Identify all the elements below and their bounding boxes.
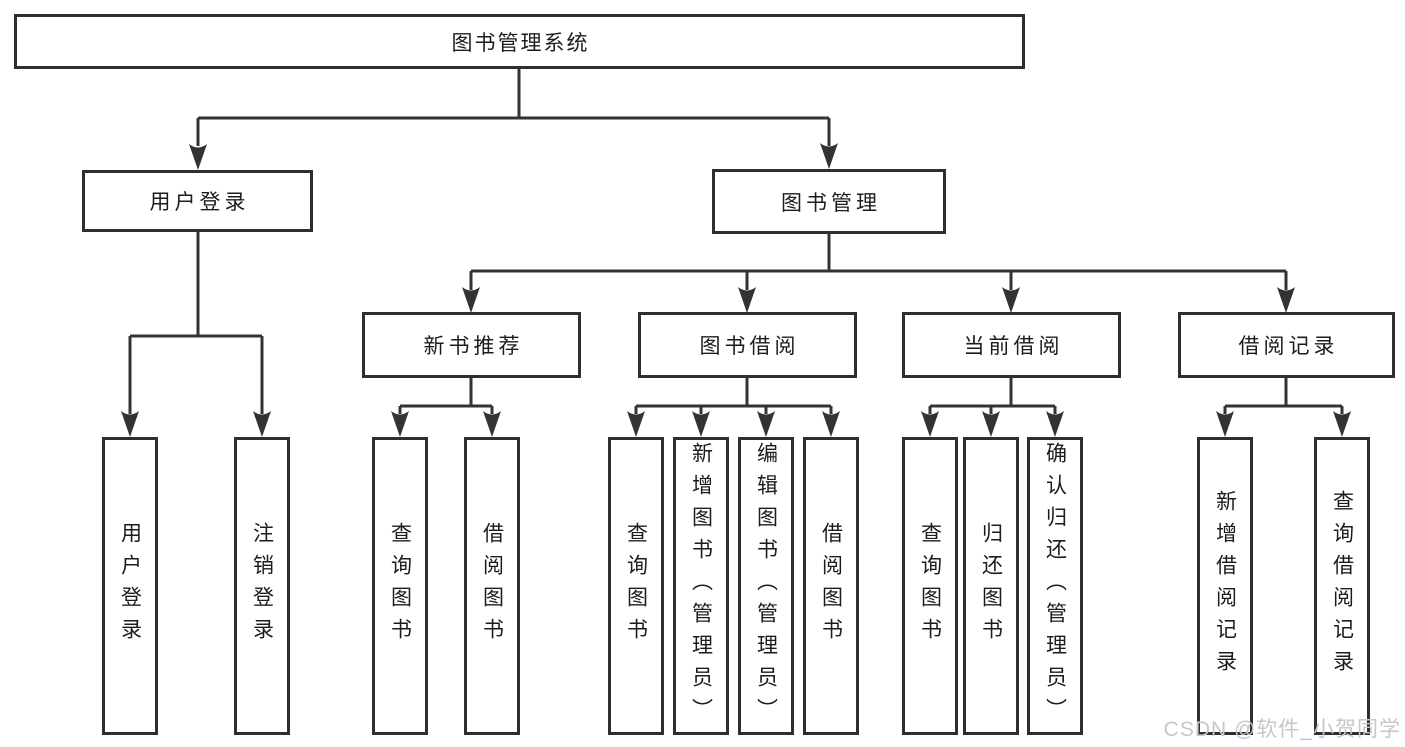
edge-current-borrow-to-children: [928, 378, 1057, 414]
node-label: 当前借阅: [963, 335, 1064, 358]
leaf-label: 借阅图书: [480, 522, 504, 650]
edge-root-to-level2: [196, 68, 831, 146]
watermark: CSDN @软件_小贺同学: [1163, 718, 1401, 741]
leaf-records-query-record: 查询借阅记录: [1314, 437, 1370, 735]
leaf-label: 用户登录: [118, 522, 142, 650]
node-book-management: 图书管理: [712, 169, 946, 234]
leaf-label: 新增图书（管理员）: [689, 442, 713, 730]
leaf-label: 查询图书: [624, 522, 648, 650]
node-label: 图书管理: [781, 191, 881, 215]
leaf-label: 编辑图书（管理员）: [754, 442, 778, 730]
leaf-label: 借阅图书: [819, 522, 843, 650]
leaf-label: 查询图书: [918, 522, 942, 650]
node-label: 用户登录: [149, 191, 250, 214]
leaf-current-return-books: 归还图书: [963, 437, 1019, 735]
leaf-borrow-add-books-admin: 新增图书（管理员）: [673, 437, 729, 735]
node-label: 图书借阅: [699, 335, 800, 358]
leaf-user-login: 用户登录: [102, 437, 158, 735]
edge-new-book-recommend-to-children: [398, 378, 494, 414]
node-label: 图书管理系统: [451, 31, 590, 55]
node-new-book-recommend: 新书推荐: [362, 312, 581, 378]
node-label: 借阅记录: [1238, 335, 1339, 358]
leaf-recommend-borrow-books: 借阅图书: [464, 437, 520, 735]
leaf-label: 归还图书: [979, 522, 1003, 650]
node-user-login: 用户登录: [82, 170, 313, 232]
leaf-borrow-query-books: 查询图书: [608, 437, 664, 735]
leaf-borrow-borrow-books: 借阅图书: [803, 437, 859, 735]
leaf-label: 注销登录: [250, 522, 274, 650]
node-library-management-system: 图书管理系统: [14, 14, 1025, 69]
leaf-label: 查询图书: [388, 522, 412, 650]
edge-book-borrow-to-children: [634, 378, 833, 414]
leaf-current-confirm-return-admin: 确认归还（管理员）: [1027, 437, 1083, 735]
node-label: 新书推荐: [423, 335, 524, 358]
edge-borrow-records-to-children: [1223, 378, 1344, 414]
leaf-borrow-edit-books-admin: 编辑图书（管理员）: [738, 437, 794, 735]
leaf-label: 确认归还（管理员）: [1043, 442, 1067, 730]
leaf-current-query-books: 查询图书: [902, 437, 958, 735]
node-book-borrow: 图书借阅: [638, 312, 857, 378]
edge-book-management-to-children: [469, 234, 1288, 290]
leaf-recommend-query-books: 查询图书: [372, 437, 428, 735]
edge-user-login-to-children: [128, 232, 264, 414]
node-borrow-records: 借阅记录: [1178, 312, 1395, 378]
leaf-label: 查询借阅记录: [1330, 490, 1354, 682]
node-current-borrow: 当前借阅: [902, 312, 1121, 378]
leaf-label: 新增借阅记录: [1213, 490, 1237, 682]
leaf-records-add-record: 新增借阅记录: [1197, 437, 1253, 735]
leaf-logout: 注销登录: [234, 437, 290, 735]
